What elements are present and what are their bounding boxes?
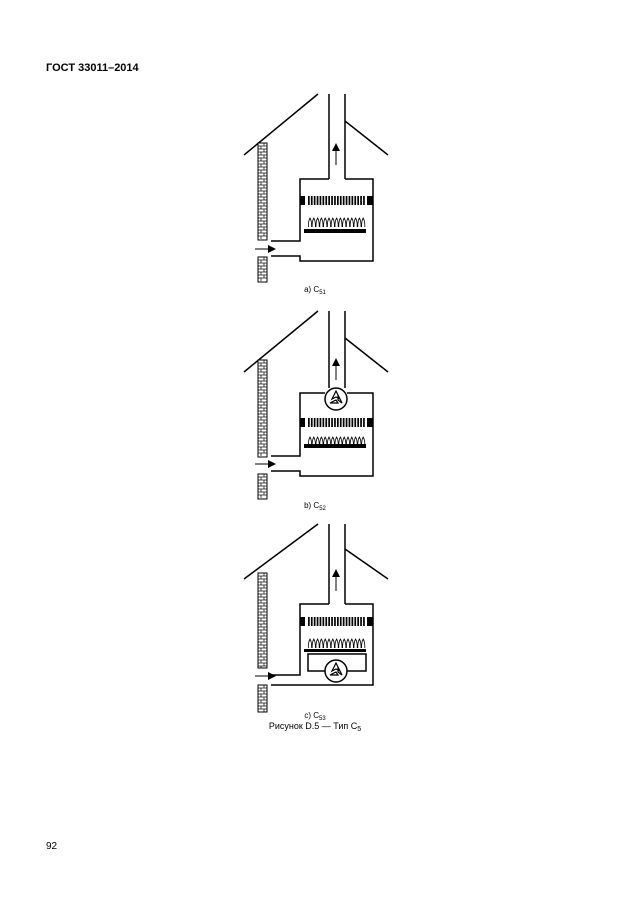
diagram-c53 (243, 523, 389, 713)
page-number: 92 (46, 841, 58, 852)
figure-c53 (238, 523, 398, 713)
heat-exchanger (300, 617, 373, 626)
burner-flames (307, 638, 366, 649)
heat-exchanger (300, 418, 373, 427)
burner-flames (307, 217, 366, 228)
caption-b: b) C52 (304, 501, 326, 512)
heat-exchanger (300, 196, 373, 205)
figure-c52 (238, 310, 398, 500)
figure-title: Рисунок D.5 — Тип C5 (268, 721, 362, 733)
document-header: ГОСТ 33011–2014 (46, 62, 139, 74)
diagram-c51 (243, 93, 389, 283)
fan-icon (324, 659, 348, 683)
figure-c51 (238, 93, 398, 283)
fan-icon (324, 387, 348, 411)
brick-wall (257, 359, 268, 500)
caption-a: a) C51 (304, 285, 326, 296)
burner-flames (307, 436, 366, 447)
diagram-c52 (243, 310, 389, 500)
brick-wall (257, 142, 268, 283)
brick-wall (257, 572, 268, 713)
caption-c: c) C53 (304, 711, 326, 722)
